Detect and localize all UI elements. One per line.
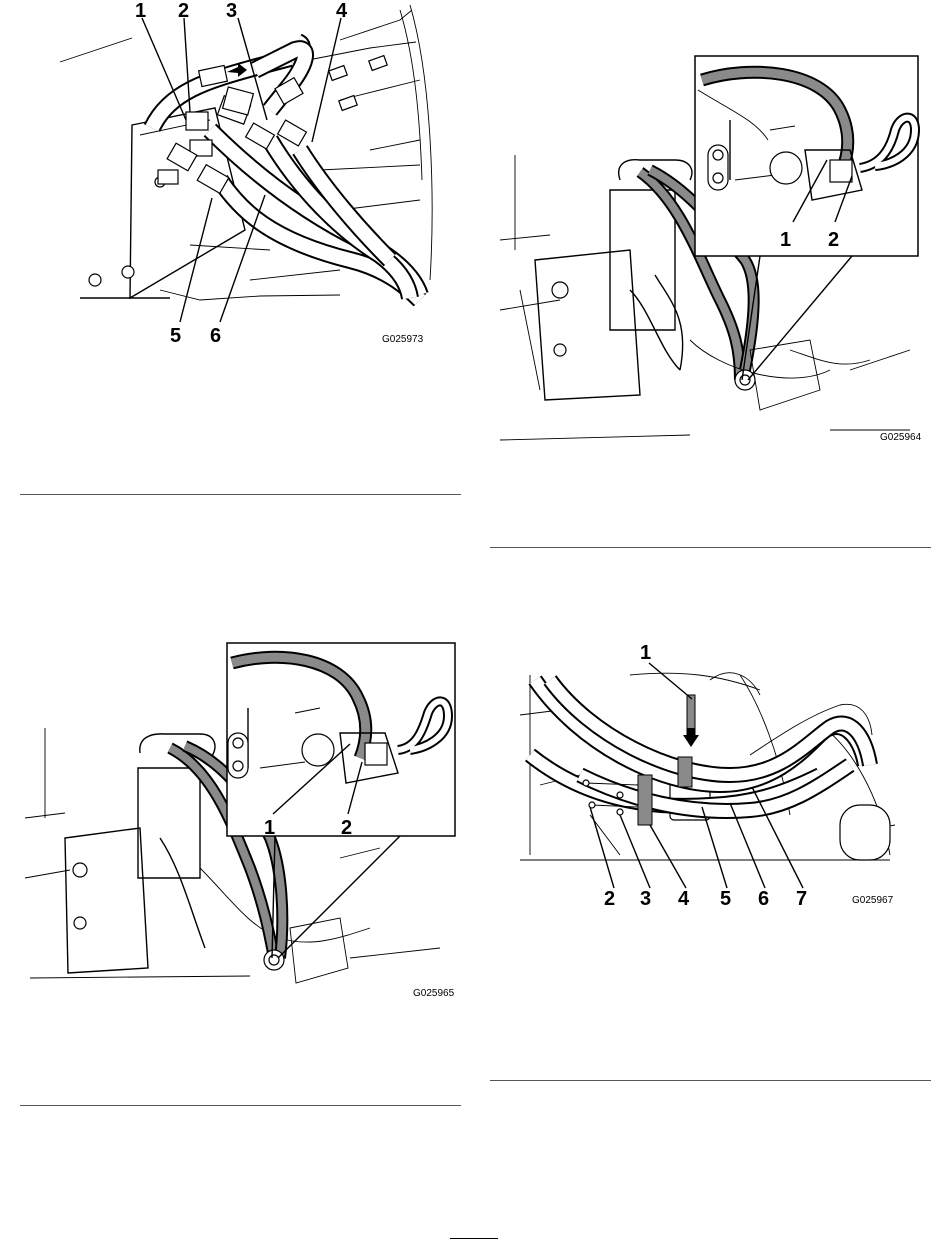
callout-1: 1 <box>135 0 146 22</box>
section-divider <box>20 494 461 495</box>
callout-3: 3 <box>640 888 651 910</box>
callout-6: 6 <box>758 888 769 910</box>
figure-code: G025967 <box>852 895 894 906</box>
callout-4: 4 <box>336 0 348 22</box>
section-divider <box>490 547 931 548</box>
callout-6: 6 <box>210 325 221 347</box>
callout-2: 2 <box>178 0 189 22</box>
figure-code: G025964 <box>880 432 922 443</box>
callout-5: 5 <box>170 325 181 347</box>
callout-5: 5 <box>720 888 731 910</box>
callout-7: 7 <box>796 888 807 910</box>
section-divider <box>490 1080 931 1081</box>
figure-g025964: 1 2 G025964 <box>490 50 930 450</box>
section-divider <box>20 1105 461 1106</box>
page-footer-rule <box>450 1238 498 1239</box>
callout-3: 3 <box>226 0 237 22</box>
callout-1: 1 <box>780 229 791 251</box>
callout-4: 4 <box>678 888 690 910</box>
callout-1: 1 <box>640 642 651 664</box>
figure-g025973: 1 2 3 4 5 6 G025973 <box>40 0 460 350</box>
callout-2: 2 <box>341 817 352 839</box>
callout-1: 1 <box>264 817 275 839</box>
figure-code: G025973 <box>382 334 424 345</box>
figure-g025965: 1 2 G025965 <box>20 638 460 1008</box>
figure-code: G025965 <box>413 988 455 999</box>
figure-g025967: 1 2 3 4 5 6 7 G025967 <box>520 635 900 910</box>
callout-2: 2 <box>828 229 839 251</box>
callout-2: 2 <box>604 888 615 910</box>
